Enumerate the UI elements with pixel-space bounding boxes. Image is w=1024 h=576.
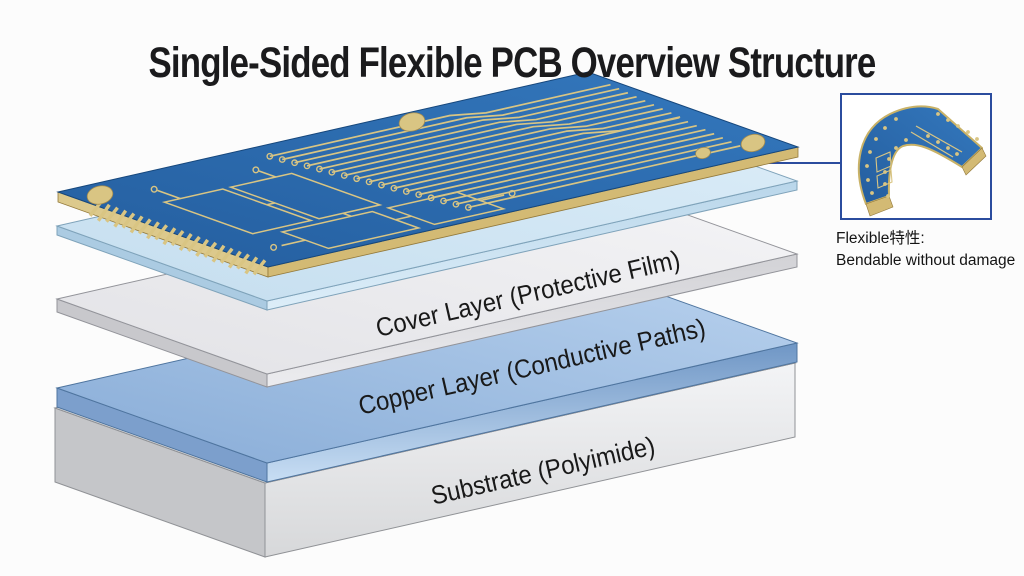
- pcb-board: [56, 71, 800, 278]
- bent-pcb-illustration: [857, 105, 987, 217]
- callout-caption-line1: Flexible特性:: [836, 230, 925, 247]
- callout-caption-line2: Bendable without damage: [836, 252, 1016, 269]
- pcb-circuit-traces: [86, 83, 766, 276]
- callout-box: [840, 93, 992, 220]
- copper-layer: [55, 267, 799, 483]
- page-title: Single-Sided Flexible PCB Overview Struc…: [148, 38, 877, 87]
- callout-caption: Flexible特性: Bendable without damage: [836, 228, 1024, 272]
